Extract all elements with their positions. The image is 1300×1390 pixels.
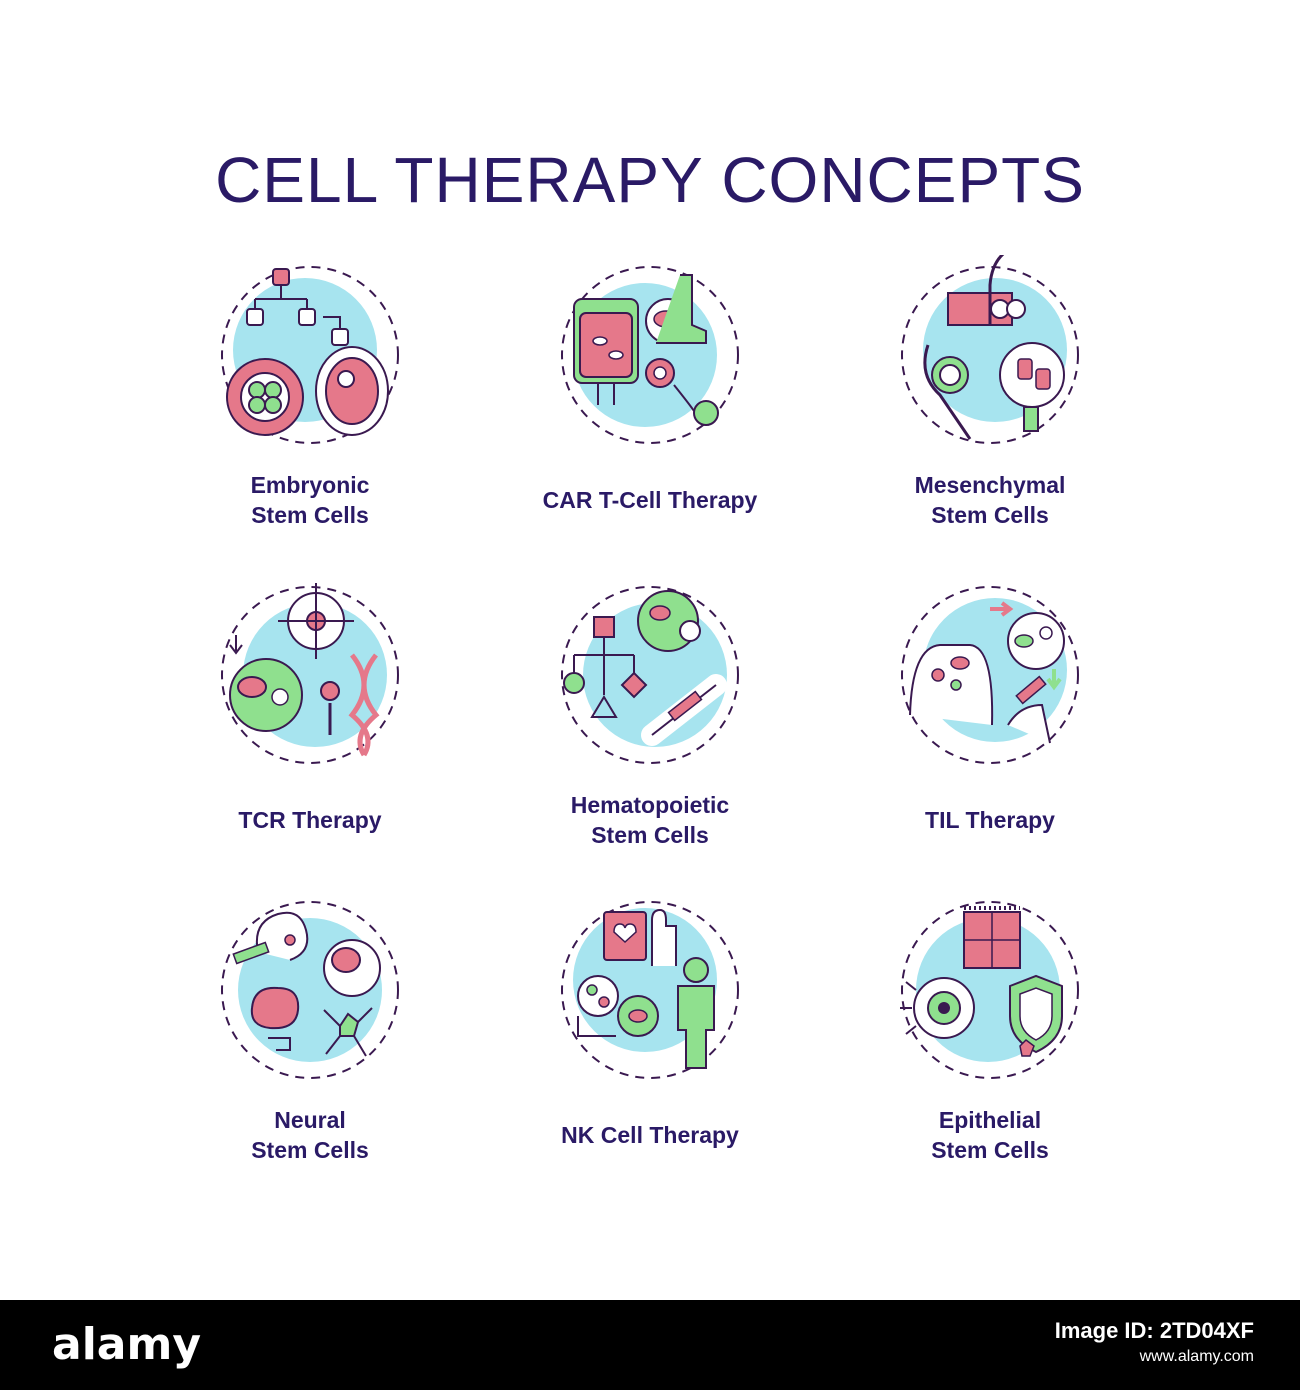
tile-mesenchymal-stem-cells: Mesenchymal Stem Cells	[820, 255, 1160, 545]
target-dna-icon	[221, 583, 399, 764]
eye-shield-icon	[900, 901, 1079, 1079]
tile-label: Embryonic Stem Cells	[250, 472, 370, 528]
tile-label: Mesenchymal Stem Cells	[914, 472, 1066, 528]
tile-label: Hematopoietic Stem Cells	[570, 792, 730, 848]
brain-neuron-icon	[221, 901, 399, 1079]
site-url: www.alamy.com	[1139, 1348, 1254, 1365]
tile-epithelial-stem-cells: Epithelial Stem Cells	[820, 890, 1160, 1180]
tile-car-t-cell-therapy: CAR T-Cell Therapy	[480, 255, 820, 545]
tile-embryonic-stem-cells: Embryonic Stem Cells	[140, 255, 480, 545]
tile-label: CAR T-Cell Therapy	[542, 487, 758, 513]
embryo-icon	[221, 266, 399, 444]
bone-syringe-icon	[561, 586, 739, 764]
alamy-logo: alamy	[52, 1319, 201, 1370]
tile-label: Neural Stem Cells	[251, 1107, 369, 1163]
body-syringe-icon	[901, 586, 1079, 764]
tile-til-therapy: TIL Therapy	[820, 575, 1160, 865]
tile-tcr-therapy: TCR Therapy	[140, 575, 480, 865]
hand-person-icon	[561, 901, 739, 1079]
tile-label: TCR Therapy	[238, 807, 382, 833]
image-meta: Image ID: 2TD04XF www.alamy.com	[1055, 1318, 1254, 1370]
watermark-bar	[0, 1300, 1300, 1390]
blood-bag-microscope-icon	[561, 266, 739, 444]
tile-label: TIL Therapy	[925, 807, 1055, 833]
tile-nk-cell-therapy: NK Cell Therapy	[480, 890, 820, 1180]
bone-hair-icon	[901, 255, 1079, 444]
tile-neural-stem-cells: Neural Stem Cells	[140, 890, 480, 1180]
tile-hematopoietic-stem-cells: Hematopoietic Stem Cells	[480, 575, 820, 865]
tile-label: NK Cell Therapy	[561, 1122, 739, 1148]
tile-label: Epithelial Stem Cells	[931, 1107, 1049, 1163]
page-title: CELL THERAPY CONCEPTS	[215, 144, 1085, 216]
image-id: Image ID: 2TD04XF	[1054, 1318, 1254, 1343]
